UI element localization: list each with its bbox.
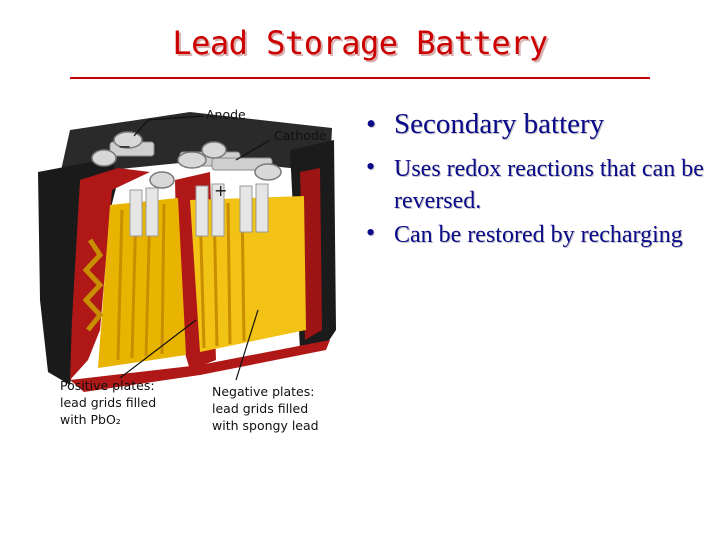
- positive-plates-label: Positive plates: lead grids filled with …: [60, 377, 156, 428]
- cathode-label: Cathode: [274, 128, 327, 143]
- positive-plates-line: lead grids filled: [60, 395, 157, 410]
- negative-plates-label: Negative plates: lead grids filled with …: [212, 383, 319, 434]
- leader-lines: [119, 115, 271, 381]
- terminal-posts: [91, 131, 282, 189]
- bullet-text: Uses redox reactions that can be reverse…: [394, 156, 704, 214]
- bullet-dot-icon: •: [366, 218, 376, 247]
- plus-sign: +: [214, 181, 227, 200]
- minus-sign: −: [118, 137, 131, 156]
- bullet-dot-icon: •: [366, 108, 377, 140]
- separator-edge-left: [82, 238, 104, 332]
- positive-plates-line: with PbO₂: [60, 412, 121, 427]
- bullet-item: • Can be restored by recharging: [362, 218, 712, 251]
- negative-plates-line: with spongy lead: [212, 418, 319, 433]
- slide-title: Lead Storage Battery: [172, 24, 548, 62]
- bullet-text: Secondary battery: [394, 108, 605, 140]
- bullet-list: • Secondary battery • Uses redox reactions…: [362, 108, 712, 253]
- battery-cutaway-illustration: − +: [38, 112, 336, 392]
- positive-plates-line: Positive plates:: [60, 378, 155, 393]
- bullet-dot-icon: •: [366, 152, 376, 181]
- bullet-item: • Uses redox reactions that can be revers…: [362, 152, 712, 217]
- negative-plates-line: Negative plates:: [212, 384, 315, 399]
- anode-label: Anode: [206, 107, 246, 122]
- bullet-item: • Secondary battery: [362, 108, 712, 141]
- title-underline: [70, 77, 650, 79]
- grid-tops: [129, 183, 269, 237]
- negative-plates-line: lead grids filled: [212, 401, 309, 416]
- bullet-text: Can be restored by recharging: [394, 222, 683, 248]
